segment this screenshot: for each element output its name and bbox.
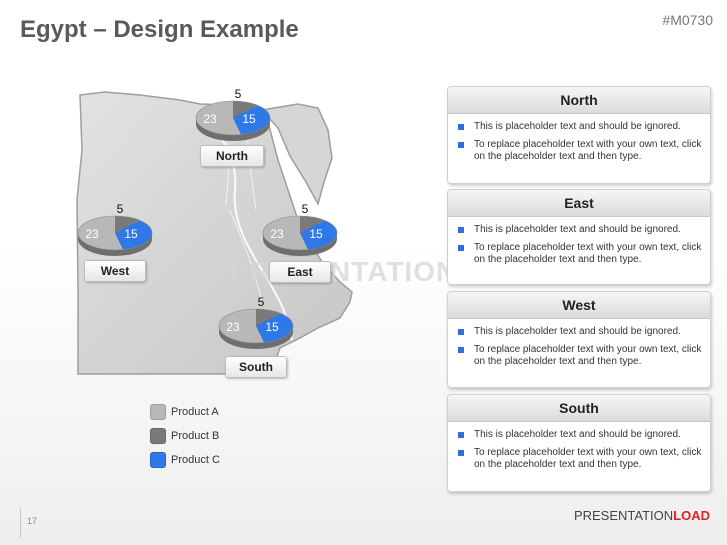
pie-label-product-a: 23 [226,320,240,334]
pie-slice-product-a [263,216,309,250]
pie-slice-product-c [233,105,270,135]
pie-outline [218,308,294,344]
egypt-mainland [76,91,353,375]
page-number: 17 [27,516,38,526]
product-a-swatch [150,404,166,420]
region-label-east: East [269,261,331,283]
pie-slice-product-b [115,216,140,233]
pie-slice-product-b [300,216,325,233]
brand-logo: PRESENTATIONLOAD [574,508,710,523]
legend-label: Product A [171,406,219,418]
pie-slice-product-c [256,313,293,343]
pie-label-product-a: 23 [85,227,99,241]
bullet-item: To replace placeholder text with your ow… [458,242,702,266]
bullet-text: This is placeholder text and should be i… [474,429,681,440]
bullet-item: This is placeholder text and should be i… [458,224,702,236]
pie-slice-product-a [196,101,242,135]
box-title: South [448,395,710,422]
box-title: North [448,87,710,114]
bullet-icon [458,227,464,233]
bullet-text: To replace placeholder text with your ow… [474,344,702,367]
pie-label-product-b: 5 [235,87,242,101]
pie-slice-product-b [233,101,258,118]
legend: Product A Product B Product C [150,400,220,472]
pie-slice-product-c [115,220,153,250]
pie-slice-product-c [300,220,337,250]
pie-slice-product-a [219,309,265,343]
pie-outline [195,100,271,136]
page-title: Egypt – Design Example [20,16,299,43]
pie-label-product-a: 23 [270,227,284,241]
pie-west: 23 155 [77,202,153,256]
page-divider [20,508,21,538]
pie-label-product-c: 15 [309,227,323,241]
bullet-item: This is placeholder text and should be i… [458,121,702,133]
bullet-text: This is placeholder text and should be i… [474,326,681,337]
product-b-swatch [150,428,166,444]
pie-outline [77,215,153,251]
pie-north: 23 155 [195,87,271,141]
pie-label-product-a: 23 [203,112,217,126]
pie-slice-product-a [78,216,124,250]
bullet-text: This is placeholder text and should be i… [474,224,681,235]
product-c-swatch [150,452,166,468]
region-box-south: South This is placeholder text and shoul… [447,394,711,492]
legend-label: Product C [171,454,220,466]
bullet-icon [458,245,464,251]
pie-label-product-c: 15 [124,227,138,241]
bullet-icon [458,329,464,335]
bullet-item: This is placeholder text and should be i… [458,429,702,441]
box-title: West [448,292,710,319]
region-label-north: North [200,145,264,167]
bullet-text: To replace placeholder text with your ow… [474,242,702,265]
pie-label-product-b: 5 [258,295,265,309]
pie-outline [262,215,338,251]
bullet-icon [458,432,464,438]
legend-item-product-c: Product C [150,448,220,472]
region-box-west: West This is placeholder text and should… [447,291,711,388]
brand-prefix: PRESENTATION [573,508,674,523]
region-label-south: South [225,356,287,378]
bullet-icon [458,450,464,456]
pie-slice-product-b [256,309,281,326]
bullet-icon [458,347,464,353]
bullet-icon [458,124,464,130]
slide-code: #M0730 [662,12,713,28]
legend-label: Product B [171,430,220,442]
region-box-east: East This is placeholder text and should… [447,189,711,285]
bullet-item: To replace placeholder text with your ow… [458,447,702,471]
sinai [260,103,333,206]
pie-label-product-b: 5 [117,202,124,216]
bullet-item: To replace placeholder text with your ow… [458,344,702,368]
bullet-text: To replace placeholder text with your ow… [474,447,702,470]
bullet-text: To replace placeholder text with your ow… [474,139,702,162]
bullet-text: This is placeholder text and should be i… [474,121,681,132]
pie-east: 23 155 [262,202,338,256]
pie-south: 23 155 [218,295,294,349]
region-box-north: North This is placeholder text and shoul… [447,86,711,184]
legend-item-product-b: Product B [150,424,220,448]
bullet-icon [458,142,464,148]
bullet-item: To replace placeholder text with your ow… [458,139,702,163]
pie-label-product-b: 5 [302,202,309,216]
pie-label-product-c: 15 [242,112,256,126]
bullet-item: This is placeholder text and should be i… [458,326,702,338]
region-label-west: West [84,260,146,282]
box-title: East [448,190,710,217]
brand-suffix: LOAD [673,508,710,523]
legend-item-product-a: Product A [150,400,220,424]
pie-label-product-c: 15 [265,320,279,334]
